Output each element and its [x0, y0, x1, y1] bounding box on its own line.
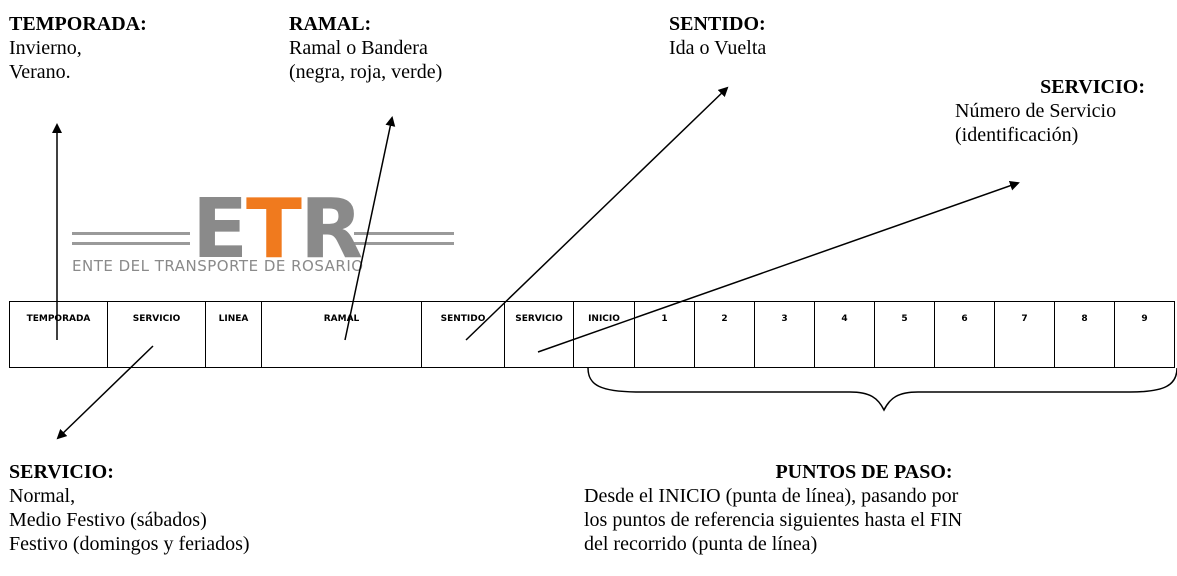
annotation-sentido: SENTIDO: Ida o Vuelta: [669, 12, 766, 60]
column-ramal: RAMAL: [261, 301, 422, 368]
annotation-line: los puntos de referencia siguientes hast…: [584, 509, 963, 531]
column-punto: 2: [694, 301, 755, 368]
logo-letter: T: [246, 182, 302, 277]
etr-logo: ETR ENTE DEL TRANSPORTE DE ROSARIO: [72, 189, 462, 282]
column-punto: 7: [994, 301, 1055, 368]
column-temporada: TEMPORADA: [9, 301, 108, 368]
column-sentido: SENTIDO: [421, 301, 505, 368]
annotation-line: Normal,: [9, 485, 76, 507]
annotation-line: Verano.: [9, 61, 71, 83]
annotation-line: Número de Servicio: [955, 100, 1117, 122]
annotation-line: (identificación): [955, 124, 1079, 146]
annotation-heading: SERVICIO:: [9, 461, 114, 483]
column-inicio: INICIO: [573, 301, 635, 368]
annotation-temporada: TEMPORADA: Invierno, Verano.: [9, 12, 147, 84]
logo-letters: ETR: [192, 189, 363, 271]
logo-tagline: ENTE DEL TRANSPORTE DE ROSARIO: [72, 257, 364, 275]
column-punto: 6: [934, 301, 995, 368]
annotation-line: Ida o Vuelta: [669, 37, 767, 59]
annotation-heading: SENTIDO:: [669, 13, 766, 35]
annotation-line: (negra, roja, verde): [289, 61, 443, 83]
logo-bar-right: [354, 232, 454, 235]
annotation-heading: RAMAL:: [289, 13, 372, 35]
annotation-line: Festivo (domingos y feriados): [9, 533, 250, 555]
annotation-line: del recorrido (punta de línea): [584, 533, 818, 555]
annotation-heading: SERVICIO:: [1040, 76, 1145, 98]
column-punto: 3: [754, 301, 815, 368]
arrow-sentido: [465, 86, 729, 341]
column-punto: 9: [1114, 301, 1175, 368]
annotation-servicio-tipo: SERVICIO: Normal, Medio Festivo (sábados…: [9, 460, 250, 556]
logo-letter: R: [299, 182, 363, 277]
annotation-line: Ramal o Bandera: [289, 37, 428, 59]
annotation-heading: TEMPORADA:: [9, 13, 147, 35]
brace-puntos-de-paso: [587, 367, 1177, 412]
schedule-header-table: TEMPORADA SERVICIO LINEA RAMAL SENTIDO S…: [9, 301, 1175, 368]
logo-bar-left: [72, 232, 190, 235]
annotation-ramal: RAMAL: Ramal o Bandera (negra, roja, ver…: [289, 12, 442, 84]
annotation-puntos-de-paso: PUNTOS DE PASO: Desde el INICIO (punta d…: [584, 460, 1144, 556]
column-servicio-numero: SERVICIO: [504, 301, 574, 368]
annotation-servicio-numero: SERVICIO: Número de Servicio (identifica…: [955, 75, 1177, 147]
logo-bar-right: [354, 242, 454, 245]
arrow-servicio-numero: [537, 180, 1020, 353]
annotation-line: Invierno,: [9, 37, 82, 59]
logo-bar-left: [72, 242, 190, 245]
logo-letter: E: [192, 182, 248, 277]
annotation-line: Medio Festivo (sábados): [9, 509, 207, 531]
column-punto: 4: [814, 301, 875, 368]
arrow-servicio-tipo: [56, 345, 154, 440]
annotation-heading: PUNTOS DE PASO:: [775, 461, 953, 483]
column-servicio: SERVICIO: [107, 301, 206, 368]
arrow-ramal: [344, 116, 396, 341]
annotation-line: Desde el INICIO (punta de línea), pasand…: [584, 485, 959, 507]
